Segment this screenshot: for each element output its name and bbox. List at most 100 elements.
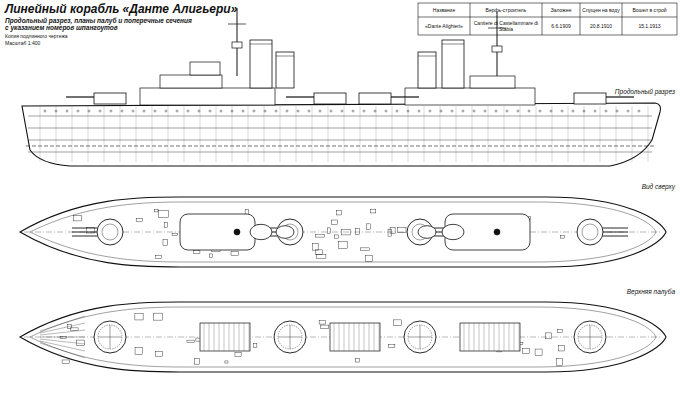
table-rule <box>542 3 543 35</box>
frame-line <box>216 106 217 162</box>
porthole <box>517 110 519 112</box>
frame-line <box>200 106 201 162</box>
hatching <box>349 323 350 351</box>
table-cell: Cantiere di Castellammare di Stabia <box>471 18 541 35</box>
porthole <box>143 110 145 112</box>
deck-planking <box>40 339 85 344</box>
subtitle: Продольный разрез, планы палуб и попереч… <box>5 17 195 32</box>
hatching <box>489 323 490 351</box>
deck-fitting <box>331 220 337 225</box>
porthole <box>242 110 244 112</box>
turret-inner <box>98 325 122 349</box>
funnel <box>250 40 272 88</box>
table-rule <box>622 3 623 35</box>
deck-fitting <box>60 336 66 338</box>
frame-line <box>536 106 537 162</box>
porthole <box>429 110 431 112</box>
table-cell: «Dante Alighieri» <box>419 18 469 35</box>
deck-fitting <box>535 349 542 356</box>
frame-line <box>456 106 457 162</box>
porthole <box>319 110 321 112</box>
deck-fitting <box>136 219 142 221</box>
deck-fitting <box>365 256 372 262</box>
table-header: Верфь-строитель <box>471 4 541 17</box>
data-table-grid <box>418 3 677 35</box>
deck-fitting <box>557 330 562 333</box>
fighting-top <box>492 46 502 52</box>
deck-fitting <box>356 358 360 362</box>
deck-house <box>200 323 250 351</box>
turret-cross <box>110 325 111 349</box>
turret-ring <box>404 321 436 353</box>
frame-line <box>296 106 297 162</box>
table-rule <box>418 17 677 18</box>
turret-inner <box>102 224 118 240</box>
hatching <box>494 323 495 351</box>
gun-turret <box>574 93 606 104</box>
deck-fitting <box>209 254 212 258</box>
frame-line <box>504 106 505 162</box>
frame-line <box>632 106 633 162</box>
deck-fitting <box>356 228 360 234</box>
deck-planking <box>40 316 85 331</box>
frame-line <box>168 106 169 162</box>
hatching <box>204 323 205 351</box>
deck-fitting <box>398 227 406 232</box>
table-header: Заложен <box>543 4 579 17</box>
ship-profile <box>22 8 660 166</box>
frame-line <box>520 106 521 162</box>
frame-line <box>360 106 361 162</box>
frame-line <box>72 106 73 162</box>
porthole <box>440 110 442 112</box>
hull-outline <box>20 302 666 372</box>
porthole <box>572 110 574 112</box>
frame-line <box>376 106 377 162</box>
deck-fitting <box>135 314 143 320</box>
deck-fitting <box>559 345 565 351</box>
deck-line <box>28 140 652 141</box>
deck-fitting <box>154 210 158 212</box>
deck-house <box>330 323 380 351</box>
frame-line <box>184 106 185 162</box>
porthole <box>264 110 266 112</box>
porthole <box>341 110 343 112</box>
frame-line <box>104 106 105 162</box>
hatching <box>229 323 230 351</box>
table-rule <box>580 3 581 35</box>
deck-fitting <box>135 348 142 355</box>
deck-fitting <box>523 349 530 354</box>
frame-line <box>56 106 57 162</box>
deck-fitting <box>388 229 392 236</box>
deck-fitting <box>390 228 395 234</box>
deck-planking <box>40 337 85 338</box>
hatching <box>464 323 465 351</box>
deck-fitting <box>394 320 402 326</box>
funnel-top <box>250 224 272 239</box>
deck-fitting <box>155 351 162 356</box>
deck-line <box>28 116 652 117</box>
porthole <box>220 110 222 112</box>
porthole <box>209 110 211 112</box>
porthole <box>506 110 508 112</box>
porthole <box>385 110 387 112</box>
funnel-band <box>442 44 464 45</box>
table-header: Вошел в строй <box>623 4 676 17</box>
frame-line <box>488 106 489 162</box>
deck-fitting <box>320 325 328 328</box>
yard <box>228 24 246 25</box>
gun-barrel <box>603 228 628 229</box>
gun-turret <box>94 93 126 104</box>
table-header: Спущен на воду <box>581 4 621 17</box>
gun-barrel <box>603 236 628 237</box>
conning-tower <box>190 62 220 75</box>
porthole <box>88 110 90 112</box>
gun-barrel <box>286 96 314 97</box>
hatching <box>374 323 375 351</box>
deck-fitting <box>187 340 194 343</box>
superstructure <box>405 88 535 105</box>
deck-fitting <box>155 255 161 258</box>
funnel-top <box>442 224 464 239</box>
frame-line <box>472 106 473 162</box>
porthole <box>528 110 530 112</box>
